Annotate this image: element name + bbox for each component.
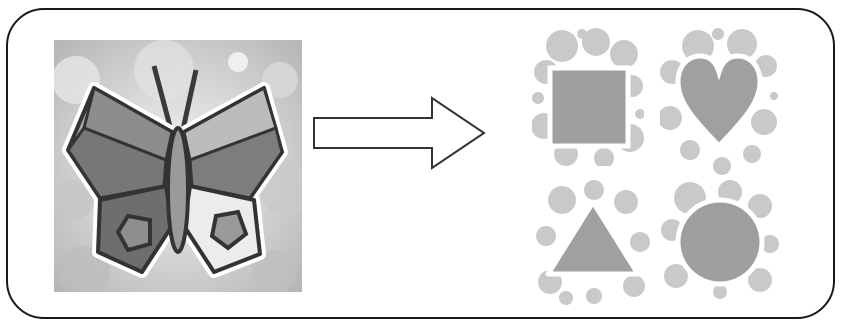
butterfly-image bbox=[54, 40, 302, 292]
square-shape bbox=[532, 28, 644, 166]
transform-arrow bbox=[312, 96, 488, 170]
circle-shape bbox=[660, 180, 780, 300]
heart-shape bbox=[660, 26, 778, 176]
triangle-shape bbox=[536, 178, 650, 306]
